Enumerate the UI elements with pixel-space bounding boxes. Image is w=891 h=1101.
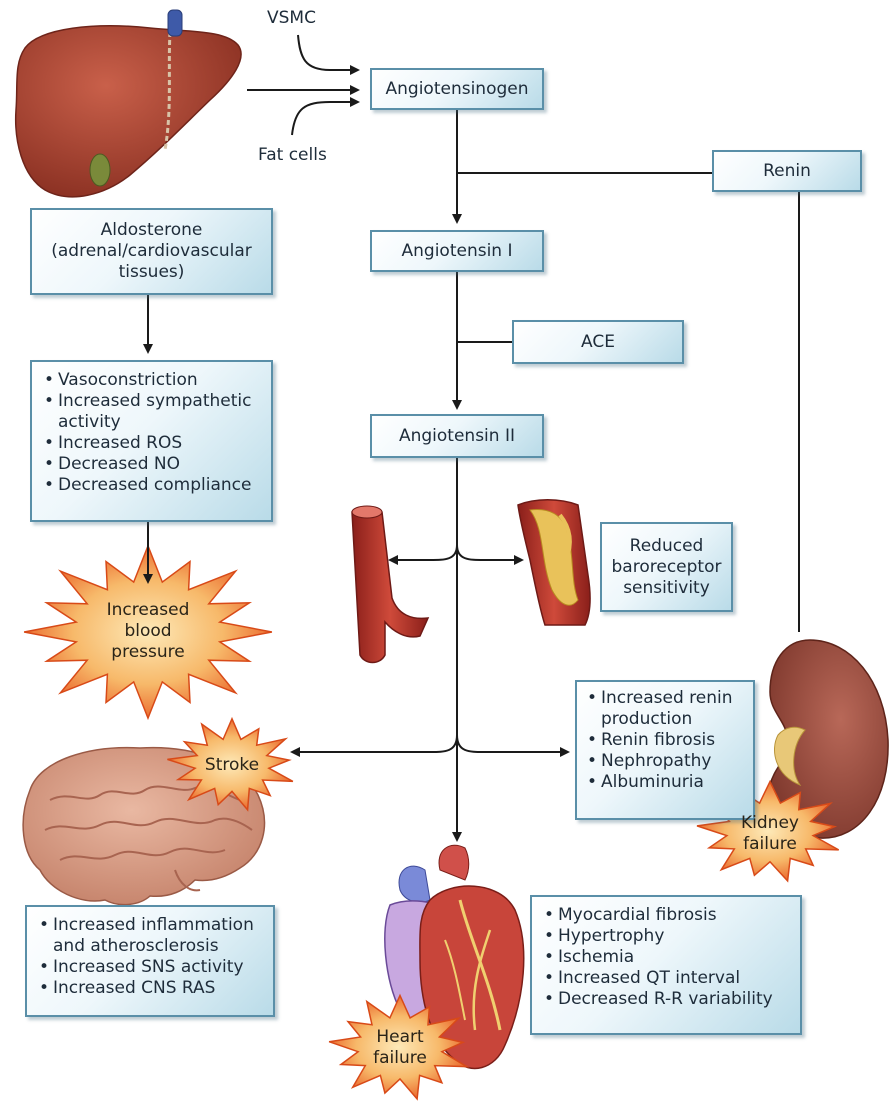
ace-box: ACE	[512, 320, 684, 364]
angiotensin-1-box: Angiotensin I	[370, 230, 544, 272]
aldosterone-line1: Aldosterone	[101, 220, 203, 241]
list-item: Increased sympathetic activity	[38, 391, 267, 433]
heart-burst-label: Heart failure	[360, 1027, 440, 1069]
angiotensin-2-box: Angiotensin II	[370, 414, 544, 458]
kidney-burst-label: Kidney failure	[728, 813, 812, 855]
list-item: Increased CNS RAS	[33, 978, 269, 999]
bp-burst-line3: pressure	[98, 642, 198, 663]
list-item: Ischemia	[538, 947, 796, 968]
aldosterone-line3: tissues)	[119, 262, 185, 283]
list-item: Increased QT interval	[538, 968, 796, 989]
angiotensin-1-label: Angiotensin I	[402, 241, 513, 262]
list-item: Hypertrophy	[538, 926, 796, 947]
bp-burst-line2: blood	[98, 621, 198, 642]
baroreceptor-line1: Reduced	[630, 536, 704, 557]
kidney-effects-list: Increased renin production Renin fibrosi…	[581, 688, 749, 793]
list-item: Albuminuria	[581, 772, 749, 793]
kidney-effects-box: Increased renin production Renin fibrosi…	[575, 680, 755, 820]
baroreceptor-line2: baroreceptor	[612, 557, 722, 578]
list-item: Myocardial fibrosis	[538, 905, 796, 926]
baroreceptor-line3: sensitivity	[623, 578, 710, 599]
fat-cells-arrow	[292, 102, 358, 135]
list-item: Renin fibrosis	[581, 730, 749, 751]
renin-label: Renin	[763, 161, 811, 182]
vascular-effects-list: Vasoconstriction Increased sympathetic a…	[38, 370, 267, 496]
vsmc-label: VSMC	[267, 8, 316, 28]
aldosterone-box: Aldosterone (adrenal/cardiovascular tiss…	[30, 208, 273, 295]
brain-effects-list: Increased inflammation and atheroscleros…	[33, 915, 269, 999]
list-item: Decreased R-R variability	[538, 989, 796, 1010]
heart-burst-line2: failure	[360, 1048, 440, 1069]
brain-effects-box: Increased inflammation and atheroscleros…	[25, 905, 275, 1017]
stroke-burst-label: Stroke	[192, 755, 272, 776]
bp-burst-line1: Increased	[98, 600, 198, 621]
angiotensinogen-box: Angiotensinogen	[370, 68, 544, 110]
fat-cells-label: Fat cells	[258, 145, 327, 165]
list-item: Decreased compliance	[38, 475, 267, 496]
heart-burst-line1: Heart	[360, 1027, 440, 1048]
angiotensin-2-label: Angiotensin II	[399, 426, 515, 447]
heart-effects-box: Myocardial fibrosis Hypertrophy Ischemia…	[530, 895, 802, 1035]
renin-box: Renin	[712, 150, 862, 192]
vsmc-arrow	[298, 35, 358, 70]
list-item: Increased renin production	[581, 688, 749, 730]
list-item: Increased ROS	[38, 433, 267, 454]
liver-illustration	[16, 10, 241, 197]
vessel-bracket-left	[390, 545, 457, 560]
organ-bracket-left	[292, 735, 457, 752]
list-item: Vasoconstriction	[38, 370, 267, 391]
list-item: Increased inflammation and atheroscleros…	[33, 915, 269, 957]
heart-effects-list: Myocardial fibrosis Hypertrophy Ischemia…	[538, 905, 796, 1010]
angiotensinogen-label: Angiotensinogen	[386, 79, 529, 100]
list-item: Decreased NO	[38, 454, 267, 475]
vascular-effects-box: Vasoconstriction Increased sympathetic a…	[30, 360, 273, 522]
ace-label: ACE	[581, 332, 615, 353]
kidney-burst-line2: failure	[728, 834, 812, 855]
vessel-bracket-right	[457, 545, 522, 560]
bp-burst-label: Increased blood pressure	[98, 600, 198, 663]
baroreceptor-box: Reduced baroreceptor sensitivity	[600, 522, 733, 612]
kidney-burst-line1: Kidney	[728, 813, 812, 834]
atherosclerotic-vessel-illustration	[518, 500, 590, 625]
aldosterone-line2: (adrenal/cardiovascular	[51, 241, 252, 262]
list-item: Increased SNS activity	[33, 957, 269, 978]
list-item: Nephropathy	[581, 751, 749, 772]
blood-vessel-illustration	[352, 506, 428, 663]
organ-bracket-right	[457, 735, 568, 752]
